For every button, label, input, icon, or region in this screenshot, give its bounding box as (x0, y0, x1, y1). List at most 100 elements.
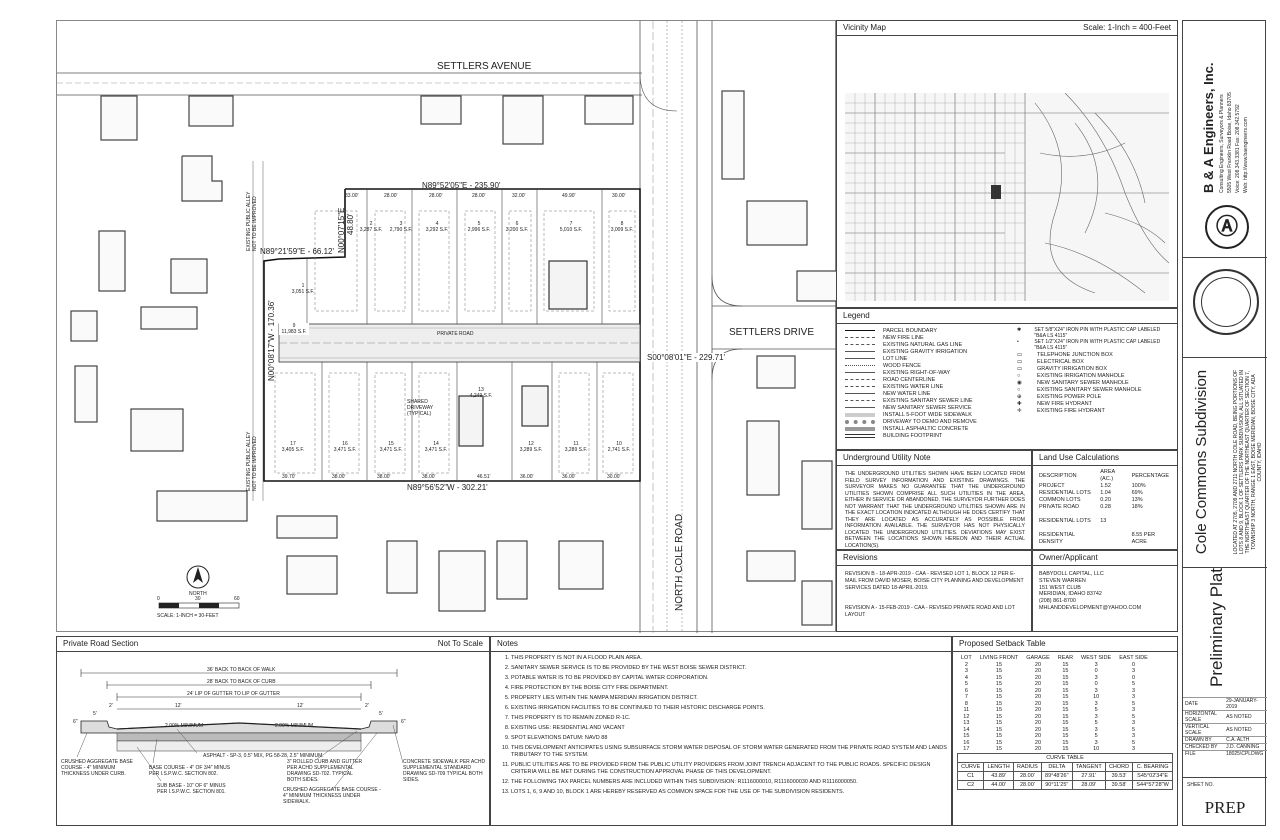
legend-item: PARCEL BOUNDARY (845, 327, 1005, 334)
table-cell: 3 (1094, 700, 1098, 707)
table-cell: 15 (1062, 720, 1069, 726)
legend-item: DRIVEWAY TO DEMO AND REMOVE (845, 418, 1005, 425)
setback-title: Proposed Setback Table (953, 637, 1177, 652)
legend-title: Legend (837, 309, 1177, 324)
road-section-title: Private Road Section (63, 639, 139, 648)
table-cell: 15 (995, 733, 1003, 739)
table-cell: 0 (1131, 674, 1136, 681)
top-dim-7: 30.00' (612, 193, 626, 199)
table-cell: 3 (1131, 707, 1136, 713)
table-cell: 15 (995, 681, 1003, 687)
legend-item: INSTALL ASPHALTIC CONCRETE (845, 425, 1005, 432)
legend-item: ✛EXISTING FIRE HYDRANT (1017, 407, 1105, 414)
sheet-number-box: SHEET NO. PREP (1183, 777, 1267, 828)
table-cell: 4 (964, 674, 968, 681)
table-cell: 15 (1062, 713, 1069, 720)
top-dim-5: 32.00' (512, 193, 526, 199)
project-location: LOCATED AT 2705, 2709 AND 2711 NORTH COL… (1233, 369, 1263, 555)
table-cell: 17 (963, 746, 970, 752)
note-item: SPOT ELEVATIONS DATUM: NAVD 88 (511, 735, 951, 742)
table-cell: 20 (1034, 674, 1042, 681)
legend-item: ▭GRAVITY IRRIGATION BOX (1017, 365, 1107, 372)
legend-left-list: PARCEL BOUNDARY NEW FIRE LINE EXISTING N… (845, 327, 1005, 439)
table-cell: 15 (1062, 733, 1069, 739)
bearing-nw-length: 48.80' (346, 213, 355, 235)
sheet-title: Preliminary Plat (1207, 567, 1226, 687)
table-cell: 16 (963, 739, 970, 746)
dim-half-right: 12' (297, 703, 304, 709)
table-cell: 20 (1034, 720, 1042, 726)
table-cell: 5 (964, 681, 968, 687)
legend-item: ◉NEW SANITARY SEWER MANHOLE (1017, 379, 1129, 386)
legend-item: INSTALL 5-FOOT WIDE SIDEWALK (845, 411, 1005, 418)
top-dim-6: 49.90' (562, 193, 576, 199)
callout-walk-base: CRUSHED AGGREGATE BASE COURSE - 4" MINIM… (283, 787, 381, 805)
legend-item: ✱SET 5/8"X24" IRON PIN WITH PLASTIC CAP … (1017, 327, 1161, 339)
surveyor-seal (1183, 257, 1267, 358)
table-cell: 3 (1094, 674, 1098, 681)
curve-table-title: CURVE TABLE (957, 753, 1173, 763)
table-cell: 3 (1131, 720, 1136, 726)
table-cell: 15 (995, 700, 1003, 707)
legend-item: ROAD CENTERLINE (845, 376, 1005, 383)
table-cell: 20 (1034, 713, 1042, 720)
legend-item: •SET 1/2"X24" IRON PIN WITH PLASTIC CAP … (1017, 339, 1161, 351)
table-cell: 20 (1034, 700, 1042, 707)
utility-note-panel: Underground Utility Note THE UNDERGROUND… (836, 450, 1032, 550)
table-cell: 20 (1034, 687, 1042, 694)
note-item: PUBLIC UTILITIES ARE TO BE PROVIDED FROM… (511, 762, 951, 776)
project-block: Cole Commons Subdivision LOCATED AT 2705… (1183, 357, 1267, 568)
vicinity-scale: Scale: 1-Inch = 400-Feet (1083, 23, 1171, 32)
street-label-settlers-avenue: SETTLERS AVENUE (437, 61, 532, 72)
table-cell: 20 (1034, 661, 1042, 668)
scale-tick-0: 0 (157, 596, 160, 602)
bearing-north: N89°52'05"E - 235.90' (422, 181, 501, 190)
table-cell: 5 (1131, 681, 1136, 687)
bottom-dim-2: 38.00' (332, 474, 346, 480)
table-cell: 8 (964, 700, 968, 707)
legend-item: ⊕EXISTING POWER POLE (1017, 393, 1102, 400)
north-label: NORTH (189, 591, 207, 597)
dim-lip-gutter: 24' LIP OF GUTTER TO LIP OF GUTTER (187, 691, 280, 697)
note-item: THIS DEVELOPMENT ANTICIPATES USING SUBSU… (511, 745, 951, 759)
table-cell: 15 (1062, 700, 1069, 707)
table-cell: 5 (1131, 713, 1136, 720)
legend-item: WOOD FENCE (845, 362, 1005, 369)
callout-rolled-curb: 3" ROLLED CURB AND GUTTER PER ACHD SUPPL… (287, 759, 363, 783)
table-cell: 3 (1131, 746, 1136, 752)
sheet-number-label: SHEET NO. (1187, 782, 1214, 788)
table-cell: 20 (1034, 739, 1042, 746)
table-cell: 15 (1062, 739, 1069, 746)
legend-item: ✚NEW FIRE HYDRANT (1017, 400, 1092, 407)
note-item: THIS PROPERTY IS TO REMAIN ZONED R-1C. (511, 715, 951, 722)
legend-item: BUILDING FOOTPRINT (845, 432, 1005, 439)
table-cell: 15 (995, 739, 1003, 746)
table-cell: 15 (995, 726, 1003, 733)
title-block: B & A Engineers, Inc. Consulting Enginee… (1182, 20, 1267, 828)
bottom-dim-3: 38.00' (377, 474, 391, 480)
top-dim-3: 28.00' (429, 193, 443, 199)
callout-sub-base: SUB BASE - 10" OF 6" MINUS PER I.S.P.W.C… (157, 783, 226, 795)
table-cell: 15 (1062, 681, 1069, 687)
callout-base-course: BASE COURSE - 4" OF 3/4" MINUS PER I.S.P… (149, 765, 231, 777)
top-dim-1: 33.00' (345, 193, 359, 199)
